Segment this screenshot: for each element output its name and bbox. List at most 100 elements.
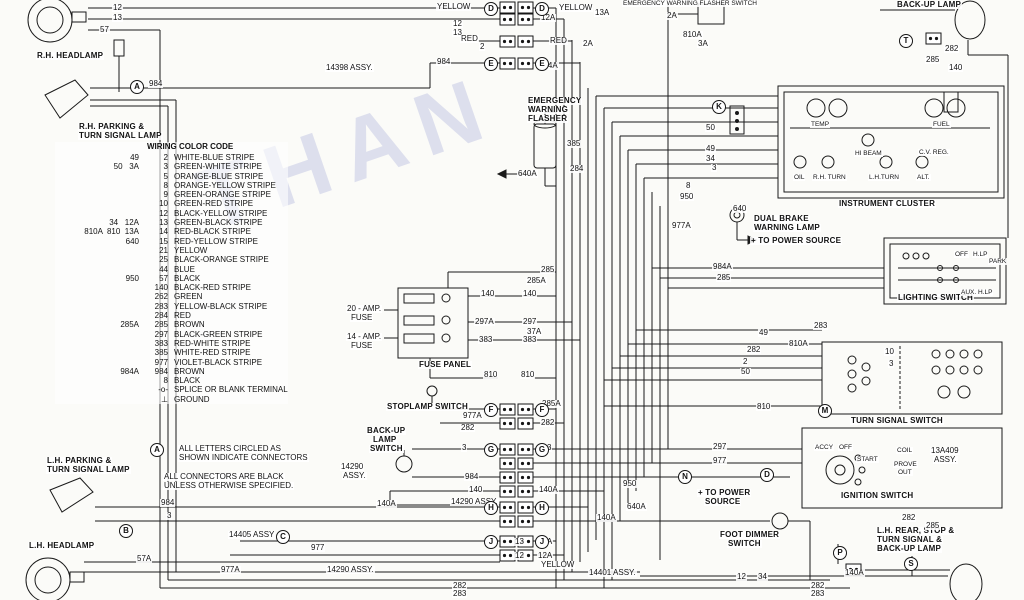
wire-label: 285: [925, 521, 941, 530]
wire-label: 57: [99, 25, 110, 34]
wire-label: 282: [540, 418, 556, 427]
connector-h: H: [535, 501, 549, 515]
wire-label: 283: [452, 589, 468, 598]
wire-label: YELLOW: [558, 3, 594, 12]
wire-label: FUEL: [932, 121, 951, 128]
wire-label: OIL: [793, 174, 806, 181]
wire-label: 950: [622, 479, 638, 488]
wire-label: 977A: [462, 411, 483, 420]
connector-f: F: [535, 403, 549, 417]
component-label: BACK-UP: [366, 426, 407, 435]
component-label: TURN SIGNAL LAMP: [78, 131, 163, 140]
connector-d: D: [535, 2, 549, 16]
wire-label: 282: [460, 423, 476, 432]
wire-label: TEMP: [810, 121, 831, 128]
wire-label: 50: [740, 367, 751, 376]
wire-label: 950: [679, 192, 695, 201]
cc-desc: BLACK: [174, 273, 201, 283]
wire-label: 3: [888, 359, 895, 368]
cc-desc: BLACK: [174, 376, 201, 386]
component-label: FUSE PANEL: [418, 360, 473, 369]
component-label: SWITCH: [369, 444, 404, 453]
wire-label: 140A: [844, 568, 865, 577]
cc-code: 5: [163, 171, 168, 181]
wire-label: 283: [813, 321, 829, 330]
wire-label: PARK: [988, 258, 1008, 265]
connector-t: T: [899, 34, 913, 48]
component-label: TURN SIGNAL &: [876, 535, 944, 544]
wire-label: 383: [522, 335, 538, 344]
wire-label: 810: [483, 370, 499, 379]
cc-code: 297: [154, 329, 168, 339]
connector-g: G: [535, 443, 549, 457]
wire-label: 2A: [582, 39, 594, 48]
connector-n: N: [678, 470, 692, 484]
wire-label: 3: [711, 163, 718, 172]
wire-label: 14290 ASSY.: [326, 565, 375, 574]
cc-code: 284: [154, 311, 168, 321]
wire-label: AUX. H.LP: [960, 289, 994, 296]
cc-code: 383: [154, 338, 168, 348]
cc-code: 15: [159, 236, 168, 246]
connector-p: P: [833, 546, 847, 560]
cc-desc: BLUE: [174, 264, 195, 274]
cc-code: 44: [159, 264, 168, 274]
cc-desc: SPLICE OR BLANK TERMINAL: [174, 385, 288, 395]
wire-label: 2: [742, 357, 749, 366]
wire-label: 283: [810, 589, 826, 598]
cc-pre: [55, 339, 146, 348]
wire-label: 8: [685, 181, 692, 190]
color-code-row: 284 RED: [55, 311, 288, 320]
connector-e: E: [535, 57, 549, 71]
wire-label: 34: [757, 572, 768, 581]
component-label: LAMP: [372, 435, 398, 444]
cc-pre: [55, 190, 146, 199]
wire-label: 2A: [666, 11, 678, 20]
wire-label: ALL LETTERS CIRCLED AS: [178, 444, 282, 453]
wire-label: 284: [569, 164, 585, 173]
cc-pre: [55, 311, 146, 320]
cc-pre: [55, 376, 146, 385]
wire-label: 3A: [697, 39, 709, 48]
cc-code: 977: [154, 357, 168, 367]
wire-label: 37A: [526, 327, 543, 336]
wire-label: EMERGENCY WARNING FLASHER SWITCH: [622, 0, 758, 7]
wire-label: 282: [944, 44, 960, 53]
component-label: L.H. REAR, STOP &: [876, 526, 956, 535]
component-label: R.H. PARKING &: [78, 122, 146, 131]
cc-code: 262: [154, 292, 168, 302]
cc-desc: RED: [174, 311, 191, 321]
wire-label: 977A: [220, 565, 241, 574]
component-label: L.H. HEADLAMP: [28, 541, 96, 550]
cc-pre: 810A 810 13A: [84, 227, 139, 237]
wire-label: R.H. TURN: [812, 174, 847, 181]
wire-label: H.LP: [972, 251, 989, 258]
cc-pre: [55, 358, 146, 367]
wire-label: 13: [112, 13, 123, 22]
cc-pre: 984A: [120, 366, 139, 376]
wire-label: 640A: [626, 502, 647, 511]
wire-label: 810A: [682, 30, 703, 39]
wire-label: 984: [464, 472, 480, 481]
component-label: WARNING LAMP: [753, 223, 821, 232]
wire-label: ALL CONNECTORS ARE BLACK: [163, 472, 285, 481]
connector-d: D: [484, 2, 498, 16]
wire-label: 12A: [540, 13, 557, 22]
wire-label: 282: [746, 345, 762, 354]
cc-desc: GREEN-ORANGE STRIPE: [174, 190, 271, 200]
cc-desc: GREEN-RED STRIPE: [174, 199, 254, 209]
